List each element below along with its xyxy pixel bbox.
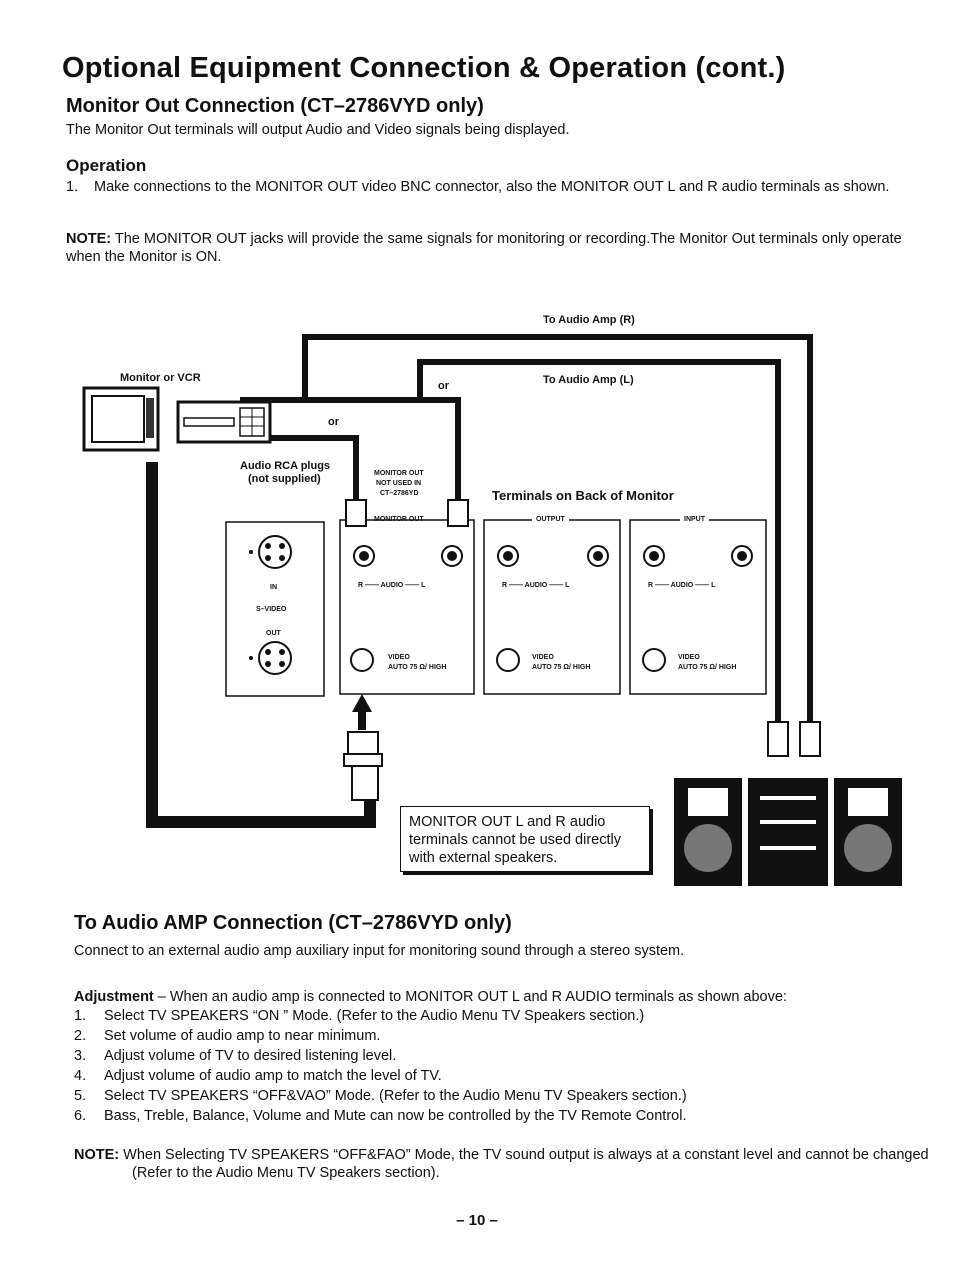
note-label: NOTE: [66, 231, 112, 247]
step-number: 1. [66, 179, 79, 195]
amp-rca-plug-icon [767, 721, 821, 757]
list-item: 1.Select TV SPEAKERS “ON ” Mode. (Refer … [74, 1008, 645, 1024]
operation-step-1: 1. Make connections to the MONITOR OUT v… [66, 178, 906, 196]
output-video-label: VIDEO [532, 654, 554, 661]
to-audio-amp-r-label: To Audio Amp (R) [543, 314, 635, 326]
cable-video [146, 462, 376, 828]
or-label-1: or [438, 380, 449, 392]
step-text: Make connections to the MONITOR OUT vide… [94, 179, 890, 195]
note-text: When Selecting TV SPEAKERS “OFF&FAO” Mod… [123, 1147, 929, 1181]
cable-audio-amp-r [302, 334, 813, 722]
monitor-out-heading: Monitor Out Connection (CT–2786VYD only) [66, 95, 484, 117]
adjustment-text: – When an audio amp is connected to MONI… [153, 989, 787, 1005]
svideo-in-connector [249, 535, 292, 569]
list-item: 3.Adjust volume of TV to desired listeni… [74, 1048, 397, 1064]
cable-audio-amp-l [417, 359, 781, 722]
vcr-icon [176, 400, 272, 444]
monitor-out-video-label: VIDEO [388, 654, 410, 661]
list-item: 2.Set volume of audio amp to near minimu… [74, 1028, 381, 1044]
adjustment-line: Adjustment – When an audio amp is connec… [74, 988, 787, 1006]
list-item: 6.Bass, Treble, Balance, Volume and Mute… [74, 1108, 687, 1124]
or-label-2: or [328, 416, 339, 428]
monitor-or-vcr-label: Monitor or VCR [120, 372, 201, 384]
monitor-out-label: MONITOR OUT [374, 516, 424, 523]
terminals-title: Terminals on Back of Monitor [492, 488, 674, 503]
audio-rca-plugs-label: Audio RCA plugs [240, 460, 331, 472]
bnc-connector [350, 648, 666, 672]
svideo-label: S–VIDEO [256, 606, 287, 613]
speaker-left-icon [674, 778, 742, 886]
list-item: 5.Select TV SPEAKERS “OFF&VAO” Mode. (Re… [74, 1088, 687, 1104]
amplifier-icon [748, 778, 828, 886]
operation-heading: Operation [66, 156, 147, 175]
monitor-out-not-used-line2: NOT USED IN [376, 480, 422, 487]
cable-audio-left [240, 397, 461, 500]
audio-amp-note: NOTE: When Selecting TV SPEAKERS “OFF&FA… [74, 1146, 954, 1182]
monitor-out-note: NOTE: The MONITOR OUT jacks will provide… [66, 230, 906, 266]
svideo-in-label: IN [270, 584, 277, 591]
monitor-icon [82, 386, 160, 452]
input-label: INPUT [680, 516, 709, 523]
rca-jack [353, 545, 753, 567]
monitor-out-auto75-label: AUTO 75 Ω/ HIGH [388, 664, 447, 671]
note-label: NOTE: [74, 1147, 120, 1163]
svideo-out-connector [249, 641, 292, 675]
page-number: – 10 – [456, 1212, 498, 1229]
monitor-out-audio-label: R —— AUDIO —— L [358, 582, 426, 589]
monitor-out-not-used-line1: MONITOR OUT [374, 470, 424, 477]
speaker-warning-box: MONITOR OUT L and R audio terminals cann… [400, 806, 650, 872]
rca-plug-icon [345, 499, 469, 527]
list-item: 4.Adjust volume of audio amp to match th… [74, 1068, 442, 1084]
output-auto75-label: AUTO 75 Ω/ HIGH [532, 664, 591, 671]
arrow-up-icon [352, 694, 372, 730]
input-video-label: VIDEO [678, 654, 700, 661]
output-audio-label: R —— AUDIO —— L [502, 582, 570, 589]
input-audio-label: R —— AUDIO —— L [648, 582, 716, 589]
adjustment-steps: 1.Select TV SPEAKERS “ON ” Mode. (Refer … [74, 1006, 914, 1126]
page-title: Optional Equipment Connection & Operatio… [62, 52, 786, 84]
monitor-out-intro: The Monitor Out terminals will output Au… [66, 122, 570, 138]
audio-amp-intro: Connect to an external audio amp auxilia… [74, 943, 685, 959]
output-label: OUTPUT [532, 516, 569, 523]
svideo-out-label: OUT [266, 630, 281, 637]
input-auto75-label: AUTO 75 Ω/ HIGH [678, 664, 737, 671]
audio-amp-heading: To Audio AMP Connection (CT–2786VYD only… [74, 912, 512, 934]
to-audio-amp-l-label: To Audio Amp (L) [543, 374, 634, 386]
speaker-right-icon [834, 778, 902, 886]
monitor-out-not-used-line3: CT–2786YD [380, 490, 419, 497]
cable-audio-right [240, 435, 359, 500]
adjustment-label: Adjustment [74, 989, 154, 1005]
note-text: The MONITOR OUT jacks will provide the s… [66, 231, 902, 265]
not-supplied-label: (not supplied) [248, 473, 321, 485]
bnc-plug-icon [343, 731, 383, 801]
